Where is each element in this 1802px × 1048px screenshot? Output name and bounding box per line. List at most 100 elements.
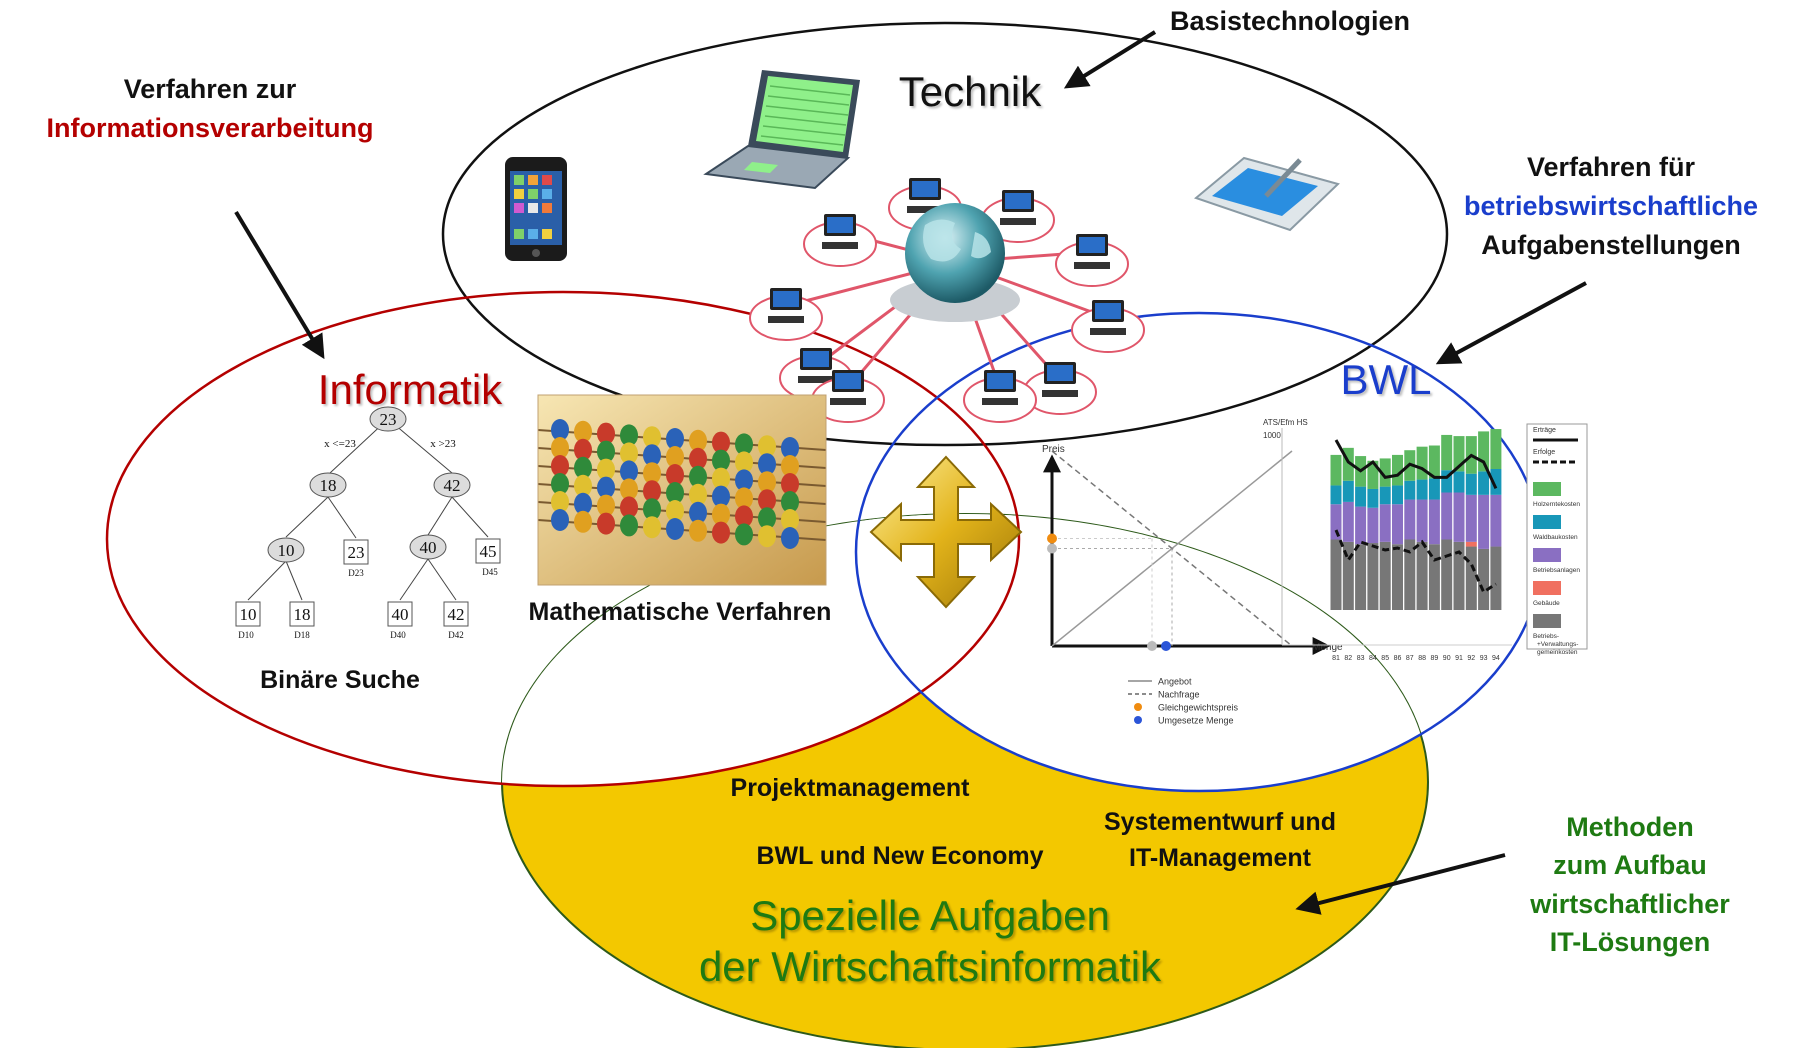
abacus-bead (666, 482, 684, 504)
arrow-basistechnologien (1063, 30, 1157, 89)
tree-value: 40 (420, 538, 437, 557)
tree-value: 23 (348, 543, 365, 562)
bar-segment (1404, 480, 1416, 500)
abacus-bead (666, 428, 684, 450)
tree-value: 10 (278, 541, 295, 560)
abacus-bead (643, 462, 661, 485)
tree-node (309, 472, 347, 498)
bar-segment (1453, 471, 1465, 493)
abacus-bead (643, 426, 661, 449)
computer-display (773, 291, 799, 307)
binaere-suche-label: Binäre Suche (260, 666, 420, 694)
x-tick-label: 87 (1406, 655, 1414, 662)
bar-segment (1392, 544, 1403, 610)
bar-segment (1379, 504, 1391, 542)
bar-segment (1355, 544, 1367, 610)
tree-data: D42 (448, 630, 464, 640)
abacus-bead (666, 518, 684, 540)
abacus-bead (551, 437, 569, 459)
systementwurf-label: Systementwurf und IT-Management (1070, 804, 1370, 877)
abacus-bead (689, 519, 707, 542)
bar-segment (1416, 479, 1428, 500)
right-note-line1: Verfahren für (1526, 152, 1696, 182)
computer-icon (811, 370, 885, 423)
abacus-bead (597, 512, 615, 535)
abacus-bead (597, 476, 615, 499)
bar-segment (1478, 548, 1490, 610)
price-marker-grey (1047, 543, 1057, 554)
computer-keyboard (822, 242, 858, 249)
computer-keyboard (798, 376, 834, 383)
special-title: Spezielle Aufgaben der Wirtschaftsinform… (650, 890, 1210, 992)
legend-label: Holzerntekosten (1533, 501, 1580, 508)
abacus-bead (781, 473, 799, 495)
abacus-bead (735, 523, 753, 546)
abacus-bead (689, 501, 707, 524)
bar-segment (1490, 429, 1502, 469)
abacus-bead (597, 440, 615, 463)
left-note-line1: Verfahren zur (123, 74, 297, 104)
legend-swatch (1533, 614, 1561, 628)
tree-node (409, 534, 447, 560)
bar-segment (1404, 539, 1416, 610)
tree-value: 18 (320, 476, 337, 495)
x-tick-label: 82 (1344, 655, 1352, 662)
bar-segment (1379, 486, 1391, 505)
x-tick-label: 92 (1467, 655, 1475, 662)
arrow-betriebswirtschaftlich (1435, 281, 1587, 365)
x-tick-label: 81 (1332, 655, 1340, 662)
legend-label: Gleichgewichtspreis (1158, 703, 1239, 713)
bar-segment (1392, 485, 1403, 505)
computer-keyboard (1074, 262, 1110, 269)
legend-swatch (1533, 581, 1561, 595)
bar-segment (1367, 507, 1379, 544)
legend-label: +Verwaltungs- (1537, 641, 1578, 648)
bottom-right-line3: wirtschaftlicher (1530, 888, 1730, 919)
abacus-bead (689, 447, 707, 470)
right-note-line3: Aufgabenstellungen (1481, 230, 1741, 261)
legend-label: Erträge (1533, 427, 1556, 434)
abacus-bead (781, 527, 799, 549)
bar-segment (1404, 499, 1416, 540)
tree-node (433, 472, 471, 498)
bar-segment (1478, 471, 1490, 495)
abacus-bead (666, 464, 684, 486)
computer-keyboard (830, 398, 866, 405)
abacus-bead (735, 433, 753, 456)
tree-value: 23 (380, 410, 397, 429)
bar-segment (1428, 499, 1440, 545)
computer-display (803, 351, 829, 367)
x-tick-label: 86 (1394, 655, 1402, 662)
quantity-marker (1161, 641, 1171, 651)
abacus-bead (620, 424, 638, 447)
abacus-bead (597, 458, 615, 481)
legend-label: Angebot (1158, 677, 1192, 687)
x-axis-label: Menge (1312, 642, 1343, 653)
bar-segment (1478, 431, 1490, 472)
computer-display (827, 217, 853, 233)
abacus-bead (643, 516, 661, 539)
laptop-icon (703, 70, 860, 190)
bottom-right-line2: zum Aufbau (1553, 850, 1707, 881)
abacus-bead (597, 494, 615, 517)
tree-value: 18 (294, 605, 311, 624)
x-tick-label: 90 (1443, 655, 1451, 662)
legend-swatch (1134, 703, 1142, 711)
abacus-bead (643, 480, 661, 503)
bar-segment (1490, 469, 1502, 495)
abacus-bead (758, 507, 776, 530)
legend-label: gemeinkosten (1537, 649, 1578, 656)
x-tick-label: 93 (1480, 655, 1488, 662)
abacus-bead (620, 478, 638, 501)
bar-segment (1379, 541, 1391, 610)
bottom-right-line1: Methoden (1566, 812, 1694, 842)
abacus-bead (620, 514, 638, 537)
x-tick-label: 83 (1357, 655, 1365, 662)
bar-segment (1330, 539, 1342, 610)
arrow-methoden (1295, 853, 1506, 915)
special-title-line1: Spezielle Aufgaben (750, 892, 1110, 939)
bar-segment (1367, 543, 1379, 610)
abacus-bead (781, 437, 799, 459)
legend-swatch (1533, 548, 1561, 562)
